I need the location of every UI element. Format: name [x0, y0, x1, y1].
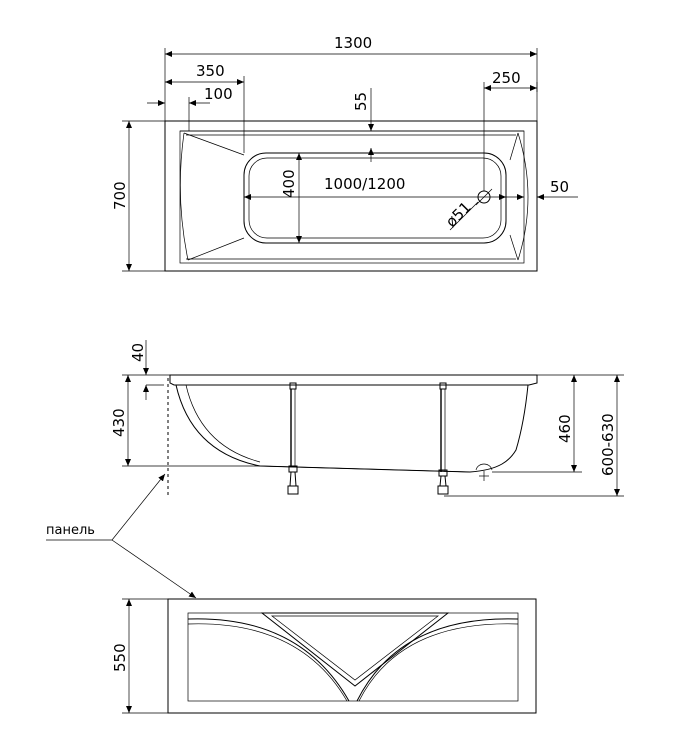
dim-panel-height: 550 — [111, 643, 129, 672]
dim-top-margin: 55 — [352, 92, 370, 111]
dim-small-offset: 100 — [204, 85, 233, 103]
dim-rim-thickness: 40 — [129, 343, 147, 362]
panel-view: 550 — [111, 598, 537, 714]
dim-rim-gap: 50 — [550, 178, 569, 196]
dim-basin-width: 400 — [280, 169, 298, 198]
dim-tub-height: 430 — [110, 408, 128, 437]
side-view: 40 430 460 600-630 — [110, 340, 624, 497]
leg-right — [437, 382, 449, 495]
dim-depth: 460 — [556, 414, 574, 443]
panel-decor-left — [187, 618, 350, 702]
panel-decor-top — [260, 612, 450, 687]
tub-rim-side — [169, 374, 538, 386]
dim-overall-length: 1300 — [334, 34, 372, 52]
dim-width: 700 — [111, 181, 129, 210]
tub-outline-top — [164, 120, 538, 272]
panel-decor-right — [356, 618, 519, 702]
tub-right-curve — [517, 132, 529, 261]
tub-body-side — [175, 384, 529, 473]
dim-drain-diameter: ø51 — [442, 198, 475, 231]
leg-left — [287, 382, 299, 495]
dim-basin-length: 1000/1200 — [324, 175, 405, 193]
panel-callout: панель — [46, 473, 197, 599]
dim-total-height: 600-630 — [599, 413, 617, 476]
dim-right-offset: 250 — [492, 69, 521, 87]
top-view: 1300 350 100 55 250 700 400 1000/1200 ø5… — [111, 34, 578, 272]
panel-label: панель — [46, 523, 95, 538]
panel-outline — [167, 598, 537, 714]
dim-left-offset: 350 — [196, 62, 225, 80]
tub-left-curve — [179, 132, 189, 261]
